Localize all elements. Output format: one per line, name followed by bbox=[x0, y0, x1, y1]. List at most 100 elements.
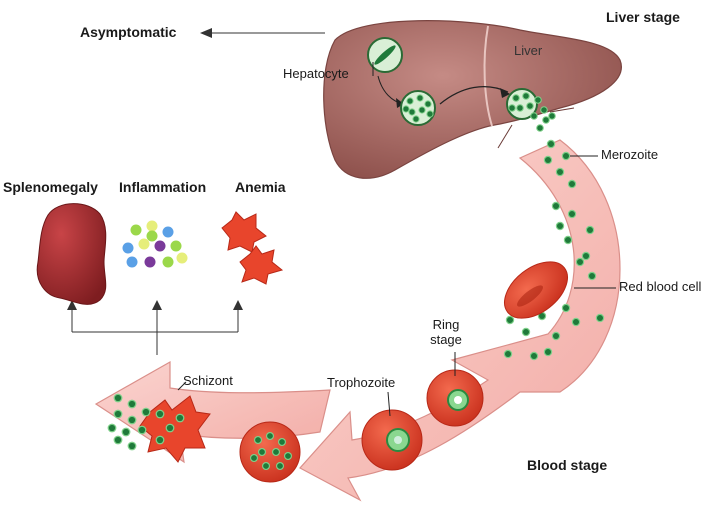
anemia-label: Anemia bbox=[235, 179, 286, 195]
merozoite-dot-core bbox=[596, 314, 604, 322]
released-merozoite-core bbox=[128, 416, 136, 424]
ring-stage-label-line2: stage bbox=[430, 331, 462, 347]
merozoite-dot-core bbox=[588, 272, 596, 280]
merozoite-dot-core bbox=[564, 236, 572, 244]
released-merozoite-core bbox=[114, 410, 122, 418]
merozoite-dot-core bbox=[522, 328, 530, 336]
inflammation-dot bbox=[126, 256, 138, 268]
inflammation-dot bbox=[130, 224, 142, 236]
inflammation-dot bbox=[162, 226, 174, 238]
released-merozoite-core bbox=[142, 408, 150, 416]
symptom-arrows bbox=[67, 300, 243, 355]
merozoite-dot-core bbox=[582, 252, 590, 260]
merozoite-dot-core bbox=[556, 222, 564, 230]
trophozoite-cell bbox=[361, 391, 423, 471]
merozoite-dot-core bbox=[504, 350, 512, 358]
released-merozoite-core bbox=[176, 414, 184, 422]
inflammation-dot bbox=[122, 242, 134, 254]
released-merozoite-core bbox=[166, 424, 174, 432]
asymptomatic-label: Asymptomatic bbox=[80, 24, 177, 40]
red-blood-cell bbox=[504, 261, 568, 319]
merozoite-dots bbox=[503, 139, 605, 361]
merozoite-dot-core bbox=[576, 258, 584, 266]
liver-schizont-merozoite-core bbox=[403, 106, 409, 112]
liver-to-merozoite-arrow bbox=[439, 86, 510, 105]
liver-schizont-cell bbox=[400, 90, 436, 126]
liver-schizont-merozoite-core bbox=[409, 109, 415, 115]
merozoite-dot-core bbox=[547, 140, 555, 148]
inflammation-dot bbox=[146, 230, 158, 242]
released-merozoite-core bbox=[108, 424, 116, 432]
liver-schizont-merozoite-core bbox=[417, 95, 423, 101]
blood-schizont-merozoite-core bbox=[273, 449, 279, 455]
trophozoite-label: Trophozoite bbox=[327, 375, 396, 390]
liver-schizont-merozoite-core bbox=[413, 116, 419, 122]
ring-stage-label-line1: Ring bbox=[432, 317, 460, 332]
inflammation-label: Inflammation bbox=[119, 179, 207, 195]
rupture-merozoite-core bbox=[537, 125, 543, 131]
released-merozoites bbox=[107, 393, 185, 451]
inflammation-dot bbox=[146, 220, 158, 232]
merozoite-dot-core bbox=[552, 332, 560, 340]
merozoite-dot-core bbox=[544, 348, 552, 356]
red-blood-cell-label: Red blood cell bbox=[619, 279, 702, 294]
merozoite-dot-core bbox=[586, 226, 594, 234]
rupture-merozoite-core bbox=[513, 95, 519, 101]
inflammation-dot bbox=[170, 240, 182, 252]
rupture-merozoite-core bbox=[531, 113, 537, 119]
liver-label: Liver bbox=[514, 43, 543, 58]
liver-schizont-merozoite-core bbox=[427, 111, 433, 117]
liver-rupture-cluster bbox=[506, 88, 556, 132]
inflammation-dot bbox=[138, 238, 150, 250]
liver-stage-heading: Liver stage bbox=[606, 9, 680, 25]
rupture-merozoite-core bbox=[541, 107, 547, 113]
ring-stage-label: Ring stage bbox=[426, 317, 466, 348]
merozoite-dot-core bbox=[568, 180, 576, 188]
rupture-merozoite-core bbox=[527, 103, 533, 109]
blood-schizont-cell bbox=[239, 421, 301, 483]
hepatocyte-cell bbox=[367, 37, 403, 73]
merozoite-dot-core bbox=[562, 304, 570, 312]
merozoite-dot-core bbox=[544, 156, 552, 164]
released-merozoite-core bbox=[114, 394, 122, 402]
liver-schizont-merozoite-core bbox=[425, 101, 431, 107]
blood-schizont-merozoite-core bbox=[277, 463, 283, 469]
merozoite-dot-core bbox=[530, 352, 538, 360]
released-merozoite-core bbox=[128, 442, 136, 450]
rupture-merozoite-core bbox=[543, 117, 549, 123]
blood-schizont-merozoite-core bbox=[259, 449, 265, 455]
merozoite-dot-core bbox=[556, 168, 564, 176]
merozoite-dot-core bbox=[506, 316, 514, 324]
inflammation-dot bbox=[176, 252, 188, 264]
splenomegaly-label: Splenomegaly bbox=[3, 179, 98, 195]
released-merozoite-core bbox=[138, 426, 146, 434]
released-merozoite-core bbox=[122, 428, 130, 436]
blood-schizont-merozoite-core bbox=[263, 463, 269, 469]
rupture-merozoite-core bbox=[549, 113, 555, 119]
spleen-illustration bbox=[36, 203, 107, 305]
hepatocyte-label: Hepatocyte bbox=[283, 66, 349, 81]
rupture-merozoite-core bbox=[535, 97, 541, 103]
released-merozoite-core bbox=[128, 400, 136, 408]
merozoite-dot-core bbox=[552, 202, 560, 210]
liver-schizont-merozoite-core bbox=[419, 107, 425, 113]
merozoite-dot-core bbox=[572, 318, 580, 326]
blood-schizont-merozoite-core bbox=[285, 453, 291, 459]
inflammation-dot bbox=[144, 256, 156, 268]
asymptomatic-arrow bbox=[200, 28, 325, 38]
merozoite-dot-core bbox=[538, 312, 546, 320]
inflammation-dot bbox=[154, 240, 166, 252]
blood-stage-heading: Blood stage bbox=[527, 457, 608, 473]
merozoite-dot-core bbox=[562, 152, 570, 160]
merozoite-dot-core bbox=[568, 210, 576, 218]
merozoite-label: Merozoite bbox=[601, 147, 659, 162]
ring-stage-cell bbox=[426, 352, 484, 427]
schizont-label: Schizont bbox=[183, 373, 233, 388]
blood-schizont-merozoite-core bbox=[267, 433, 273, 439]
anemia-cells bbox=[221, 211, 284, 285]
rupture-merozoite-core bbox=[509, 105, 515, 111]
blood-schizont-merozoite-core bbox=[251, 455, 257, 461]
released-merozoite-core bbox=[114, 436, 122, 444]
